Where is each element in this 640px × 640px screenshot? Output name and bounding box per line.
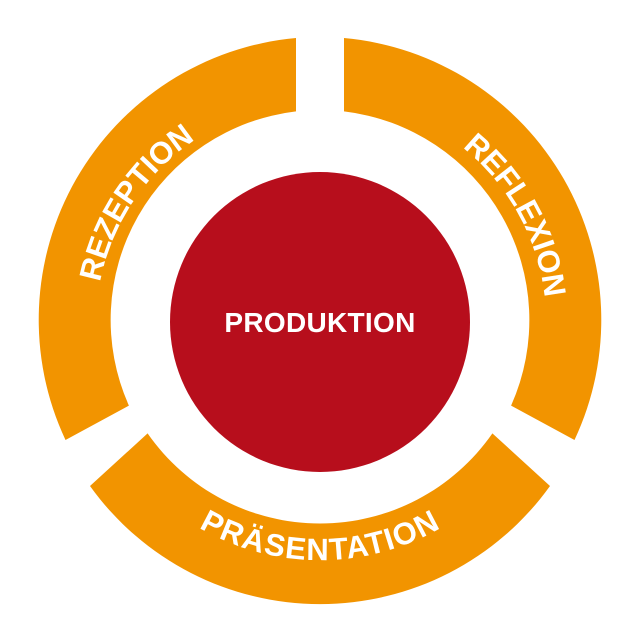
ring-segment-reflexion (344, 38, 602, 440)
ring-segment-rezeption (38, 38, 297, 440)
ring-segment-praesentation (90, 433, 550, 605)
center-circle (170, 172, 470, 472)
center-label: PRODUKTION (224, 307, 415, 338)
